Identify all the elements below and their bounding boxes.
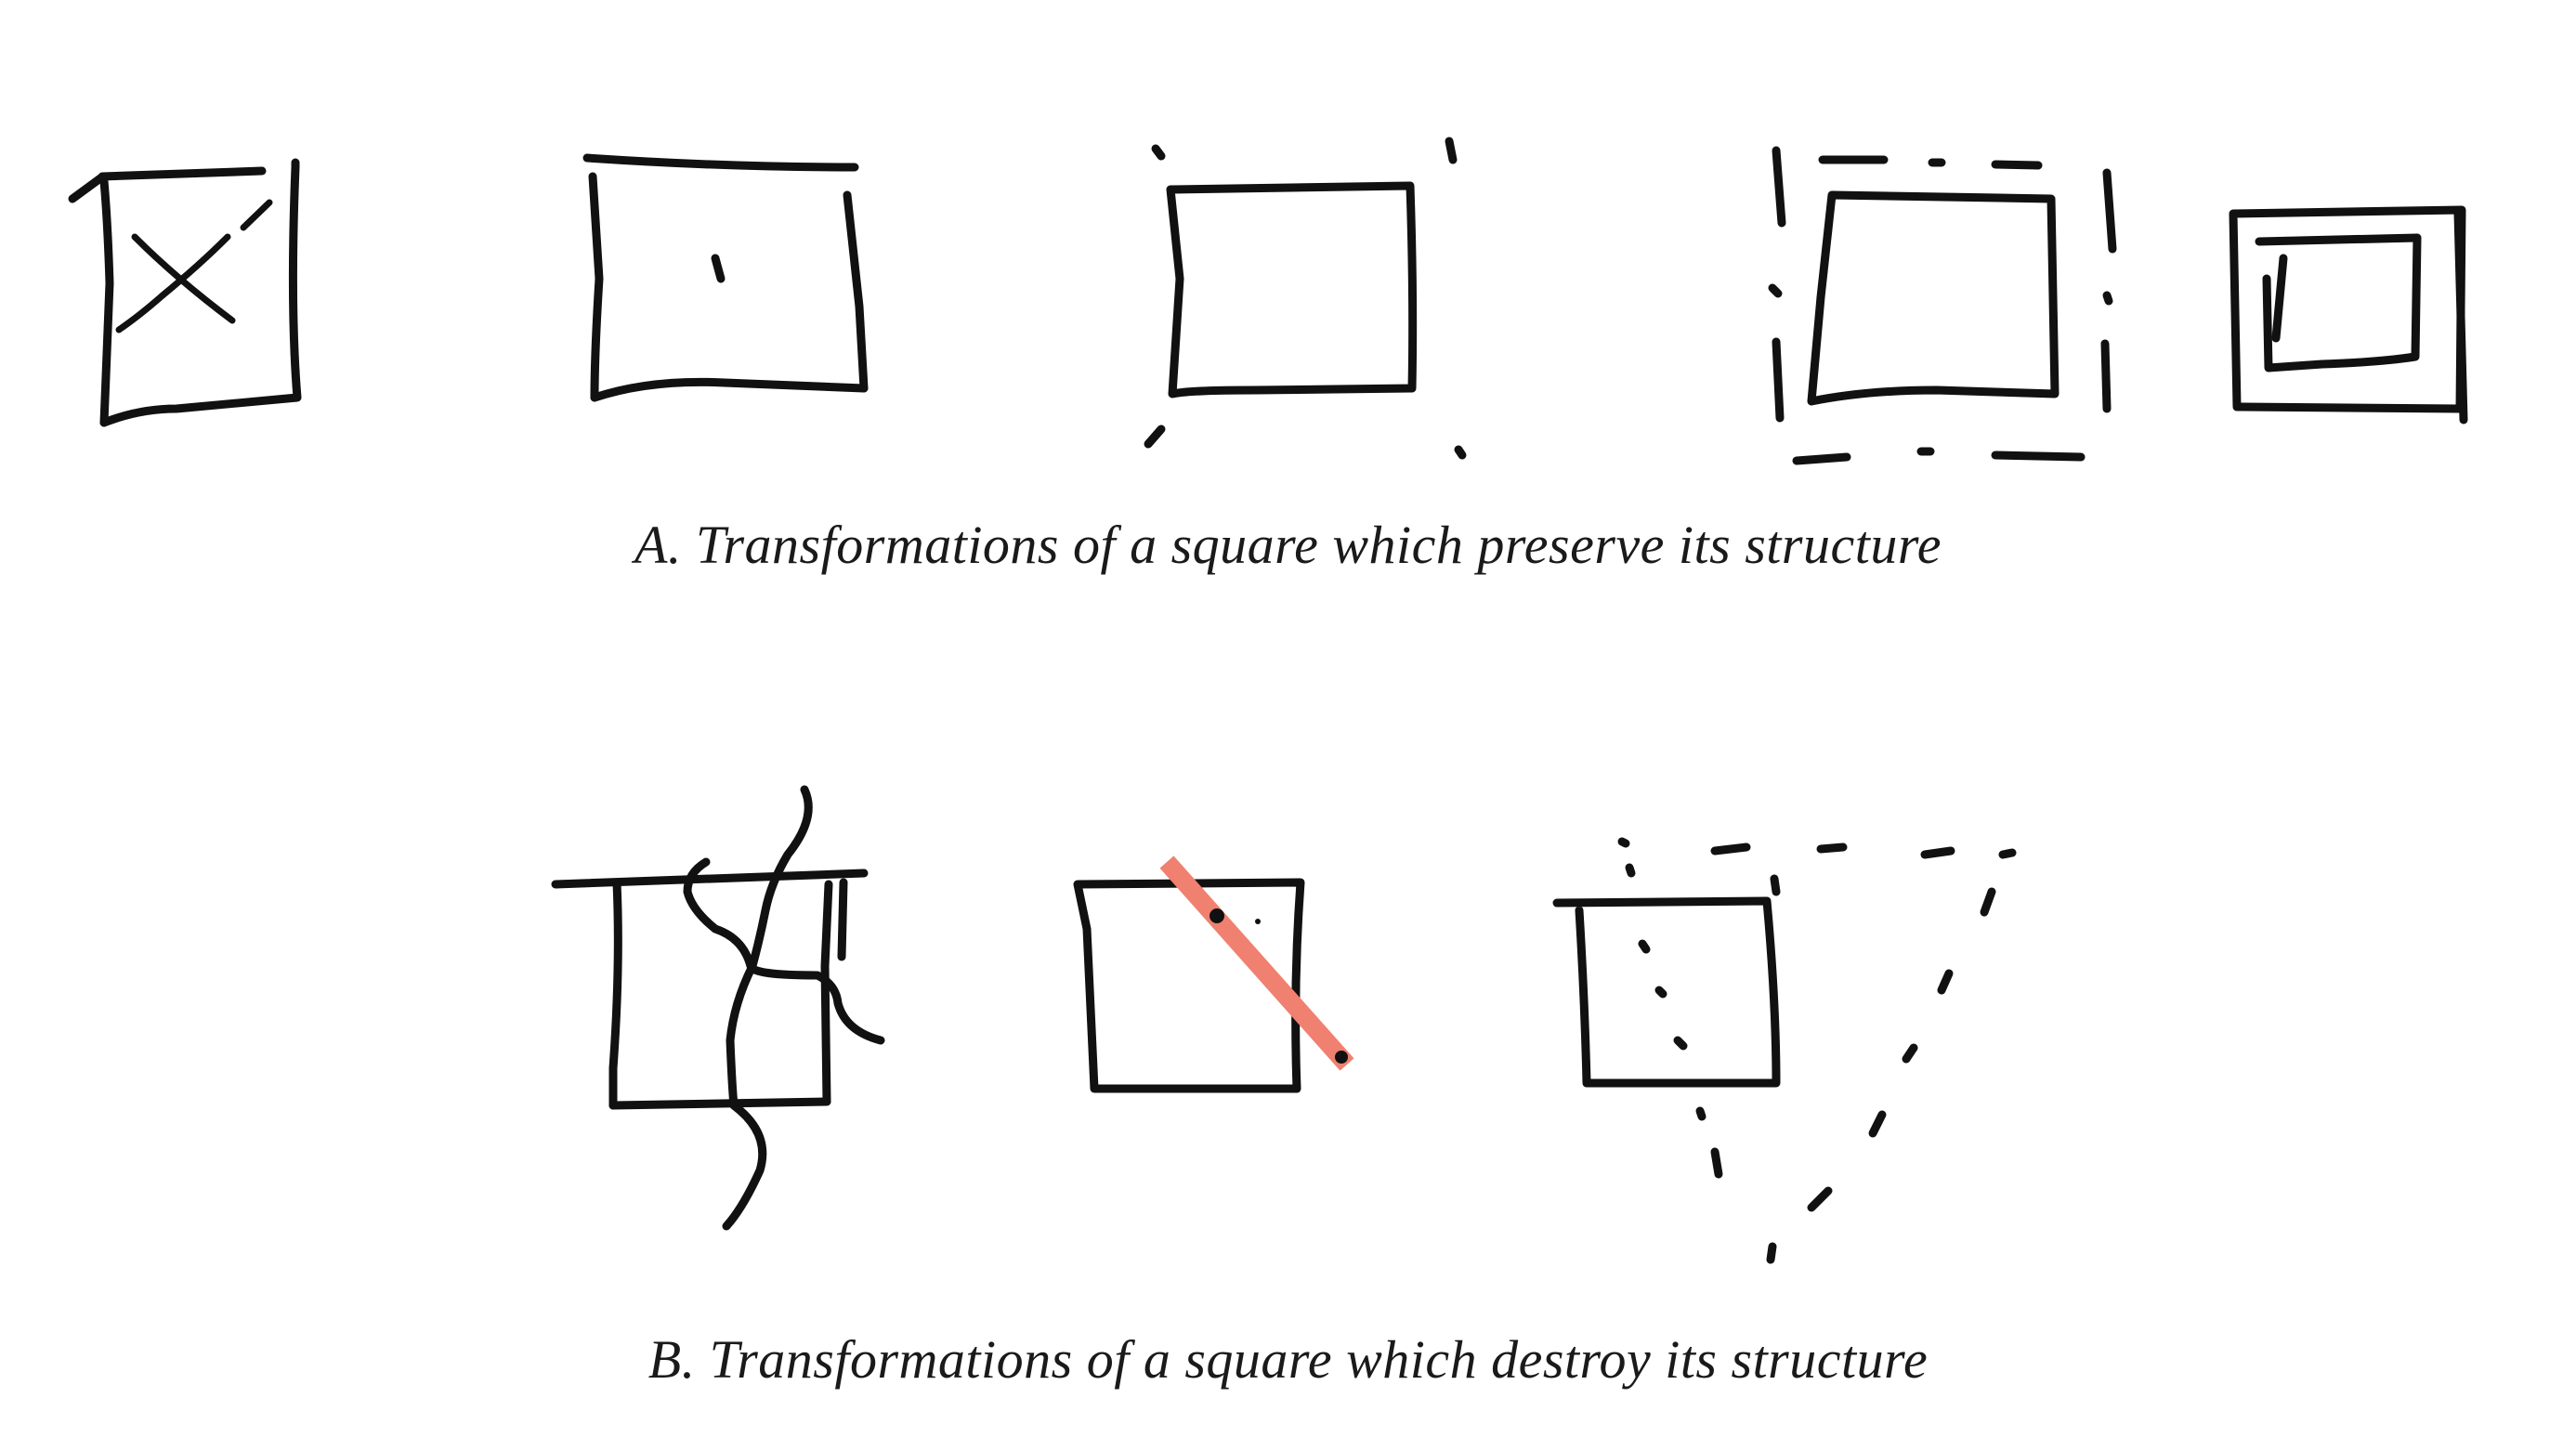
square-with-dashed-triangle [1552,837,2017,1264]
square-with-corner-dots [1144,137,1467,460]
square-with-diagonal-bar [1073,856,1354,1093]
square-with-dashed-frame [1768,146,2117,465]
caption-preserve-structure: A. Transformations of a square which pre… [634,515,1942,575]
square-with-center-dot [582,153,869,402]
red-diagonal-bar [1159,856,1354,1071]
square-within-square [2229,205,2468,425]
square-with-cross [68,158,302,427]
caption-destroy-structure: B. Transformations of a square which des… [647,1329,1929,1390]
square-with-wavy-lines [551,785,885,1231]
